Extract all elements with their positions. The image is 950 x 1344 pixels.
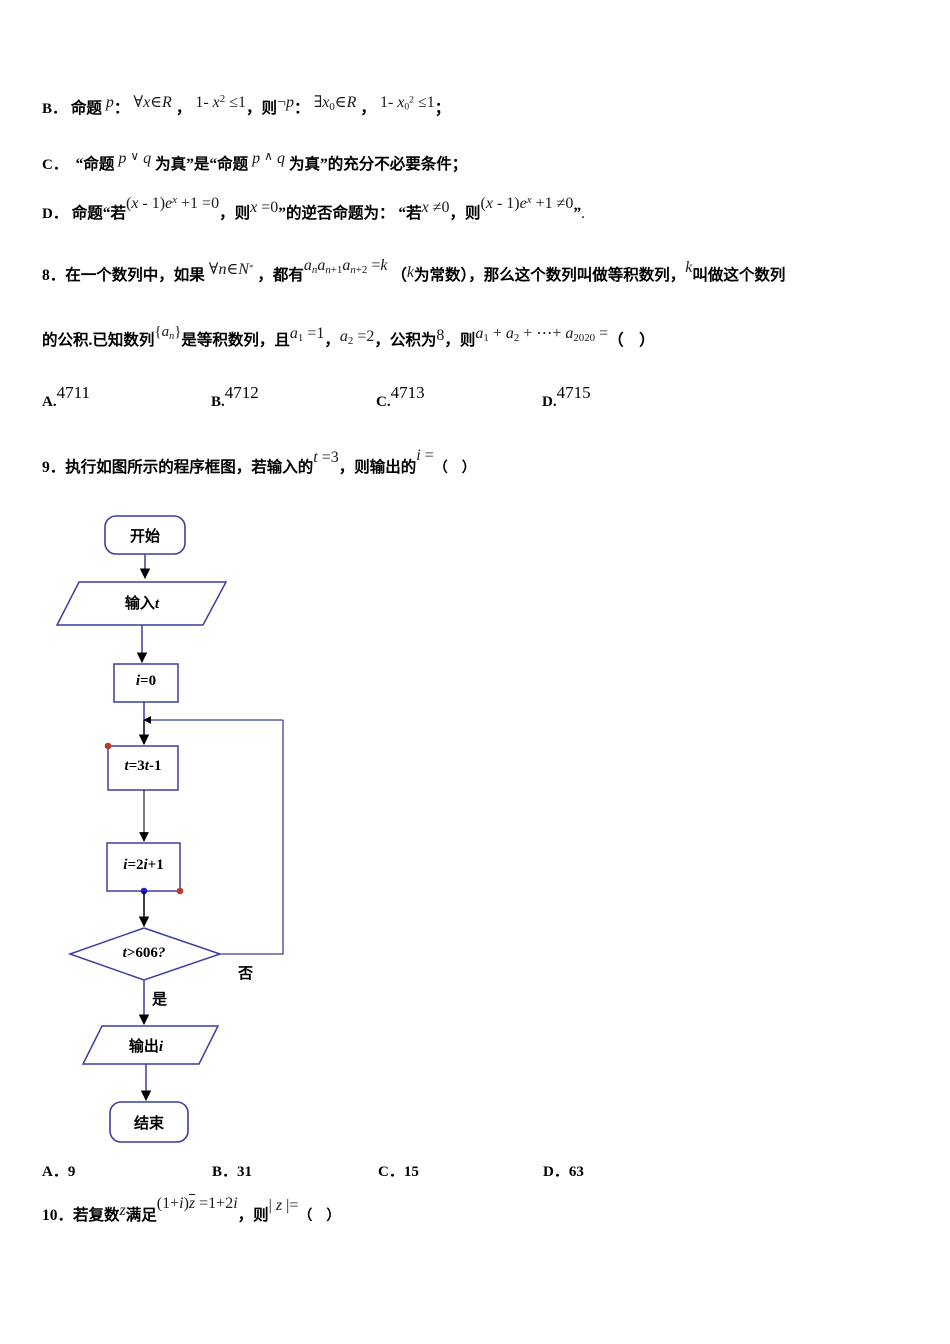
option-d-letter: D． xyxy=(42,205,68,222)
q8-option-a-letter: A. xyxy=(42,394,57,410)
q9-option-a-letter: A． xyxy=(42,1164,68,1180)
q8-option-c-letter: C. xyxy=(376,394,391,410)
q9-option-c-value: 15 xyxy=(403,1164,419,1180)
decision-diamond-shape xyxy=(67,927,223,981)
q9-option-d-value: 63 xyxy=(568,1164,584,1180)
question-9-option-d: D．63 xyxy=(543,1164,584,1180)
question-8-option-a: A.4711 xyxy=(42,384,90,410)
program-flowchart: 开始 输入t i=0 t=3t-1 i=2i+1 t>606? 输出i 结束 否… xyxy=(40,500,370,1160)
q9-option-a-value: 9 xyxy=(67,1164,76,1180)
option-b-line: B． 命题 p： ∀x∈R ， 1- x2 ≤1，则¬p： ∃x0∈R ， 1-… xyxy=(42,93,451,117)
option-d-line: D． 命题“若(x - 1)ex +1 =0，则x =0”的逆否命题为： “若x… xyxy=(42,194,585,222)
q8-option-a-value: 4711 xyxy=(56,383,90,402)
question-9-option-a: A．9 xyxy=(42,1164,75,1180)
question-8-option-c: C.4713 xyxy=(376,384,425,410)
q9-option-b-value: 31 xyxy=(237,1164,253,1180)
option-c-letter: C． xyxy=(42,157,68,173)
q8-option-c-value: 4713 xyxy=(390,383,425,402)
q8-option-d-letter: D. xyxy=(542,394,557,410)
start-terminator-shape xyxy=(104,515,186,555)
q8-option-d-value: 4715 xyxy=(556,383,591,402)
update-i-box-shape xyxy=(106,842,181,892)
question-8-option-b: B.4712 xyxy=(211,384,259,410)
q9-number: 9． xyxy=(42,459,66,476)
edge-decision-no-loopback xyxy=(220,720,284,955)
branch-yes-label: 是 xyxy=(152,992,168,1008)
input-box-shape xyxy=(55,581,228,626)
question-9-option-c: C．15 xyxy=(378,1164,419,1180)
option-b-letter: B． xyxy=(42,100,68,117)
handle-dot-update-t-topleft xyxy=(104,742,112,750)
question-9-stem: 9．执行如图所示的程序框图，若输入的t =3，则输出的i =（ ） xyxy=(42,447,476,476)
end-terminator-shape xyxy=(109,1101,189,1143)
handle-dot-update-i-bottomright xyxy=(176,887,184,895)
q8-number: 8． xyxy=(42,267,66,284)
question-8-stem-line-1: 8．在一个数列中，如果 ∀n∈N* ，都有anan+1an+2 =k （k为常数… xyxy=(42,257,786,284)
question-8-option-d: D.4715 xyxy=(542,384,591,410)
q8-option-b-letter: B. xyxy=(211,394,225,410)
flowchart-svg xyxy=(55,515,284,1143)
init-i-box-shape xyxy=(113,663,179,703)
branch-no-label: 否 xyxy=(238,966,254,982)
q10-number: 10． xyxy=(42,1207,74,1224)
q8-option-b-value: 4712 xyxy=(224,383,259,402)
q9-option-b-letter: B． xyxy=(212,1164,238,1180)
question-10-stem: 10．若复数z满足(1+i)z =1+2i，则| z |=（ ） xyxy=(42,1195,341,1224)
q9-option-c-letter: C． xyxy=(378,1164,404,1180)
q9-option-d-letter: D． xyxy=(543,1164,569,1180)
question-9-option-b: B．31 xyxy=(212,1164,252,1180)
output-box-shape xyxy=(81,1025,220,1065)
question-8-stem-line-2: 的公积.已知数列{an}是等积数列，且a1 =1，a2 =2，公积为8，则a1 … xyxy=(42,324,655,349)
update-t-box-shape xyxy=(107,745,179,791)
option-c-line: C． “命题 p ∨ q 为真”是“命题 p ∧ q 为真”的充分不必要条件； xyxy=(42,149,468,173)
